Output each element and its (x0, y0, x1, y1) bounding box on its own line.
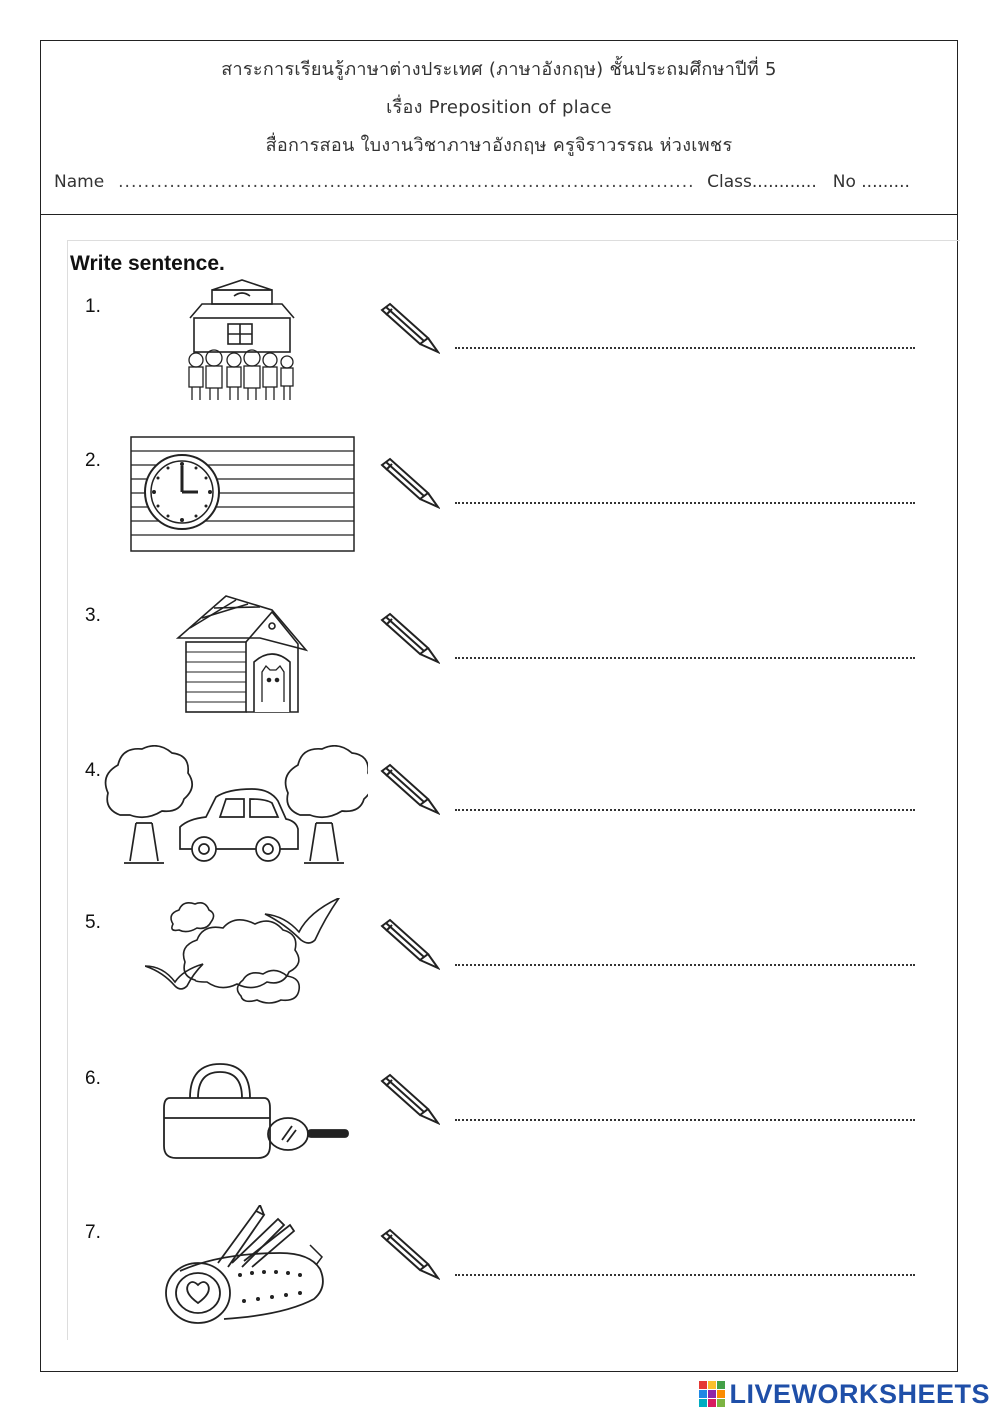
car-trees-picture (104, 745, 368, 864)
birds-clouds-picture (145, 898, 340, 1004)
answer-line[interactable] (455, 964, 915, 966)
student-info-row: Name ...................................… (54, 172, 942, 196)
answer-line[interactable] (455, 347, 915, 349)
logo-mark-icon (699, 1381, 726, 1407)
answer-line[interactable] (455, 1274, 915, 1276)
pencil-icon (380, 302, 440, 354)
pencil-icon (380, 763, 440, 815)
worksheet-frame (40, 40, 958, 1372)
pencil-icon (380, 1073, 440, 1125)
pencil-icon (380, 1228, 440, 1280)
topic-line: เรื่อง Preposition of place (386, 97, 612, 118)
question-number: 6. (85, 1068, 101, 1089)
answer-line[interactable] (455, 1119, 915, 1121)
pencil-icon (380, 918, 440, 970)
class-field[interactable]: Class............ (707, 172, 817, 192)
name-field[interactable]: ........................................… (118, 172, 694, 192)
doghouse-picture (176, 595, 308, 713)
bag-mirror-picture (163, 1063, 349, 1159)
answer-line[interactable] (455, 502, 915, 504)
answer-line[interactable] (455, 809, 915, 811)
exercise-area (67, 240, 960, 1340)
answer-line[interactable] (455, 657, 915, 659)
liveworksheets-logo[interactable]: LIVEWORKSHEETS (699, 1378, 990, 1410)
children-school-picture (188, 279, 295, 400)
question-number: 1. (85, 296, 101, 317)
pencil-icon (380, 612, 440, 664)
question-number: 5. (85, 912, 101, 933)
pencil-icon (380, 457, 440, 509)
question-number: 2. (85, 450, 101, 471)
logo-text: LIVEWORKSHEETS (729, 1378, 990, 1409)
question-number: 7. (85, 1222, 101, 1243)
name-label: Name (54, 172, 105, 192)
teacher-line: สื่อการสอน ใบงานวิชาภาษาอังกฤษ ครูจิราวร… (265, 135, 733, 156)
question-number: 3. (85, 605, 101, 626)
question-number: 4. (85, 760, 101, 781)
clock-wall-picture (130, 436, 355, 552)
worksheet-header: สาระการเรียนรู้ภาษาต่างประเทศ (ภาษาอังกฤ… (40, 40, 958, 215)
pencil-case-picture (165, 1205, 324, 1324)
subject-line: สาระการเรียนรู้ภาษาต่างประเทศ (ภาษาอังกฤ… (221, 59, 777, 80)
instruction-heading: Write sentence. (70, 252, 225, 275)
number-field[interactable]: No ......... (832, 172, 910, 192)
